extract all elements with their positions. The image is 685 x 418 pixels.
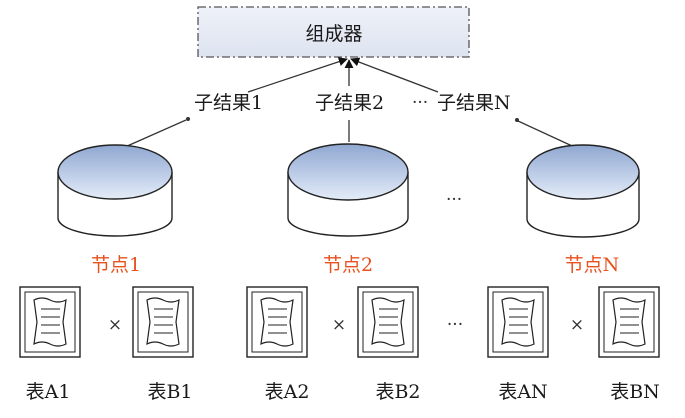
table-label-a2: 表A2: [265, 381, 310, 403]
node-2-cylinder: [287, 143, 409, 237]
table-bn-icon: [598, 286, 660, 358]
tables-ellipsis: ···: [447, 315, 463, 335]
arrow-nodeN-upper: [350, 57, 439, 93]
node-label-n: 节点N: [565, 254, 620, 276]
table-an-icon: [487, 286, 549, 358]
join-symbol-n: ×: [570, 315, 584, 335]
result-label-1: 子结果1: [194, 92, 263, 114]
node-label-1: 节点1: [91, 254, 141, 276]
node-n-cylinder: [526, 144, 640, 238]
combiner-label: 组成器: [305, 23, 362, 45]
table-label-an: 表AN: [498, 381, 547, 403]
table-a1-icon: [19, 286, 81, 358]
table-icons: [19, 286, 660, 358]
table-b2-icon: [357, 286, 419, 358]
result-label-n: 子结果N: [437, 92, 511, 114]
table-b1-icon: [132, 286, 194, 358]
result-label-2: 子结果2: [315, 92, 384, 114]
node-1-cylinder: [57, 144, 173, 237]
table-a2-icon: [246, 286, 308, 358]
join-symbol-1: ×: [108, 315, 122, 335]
result-arrows: [115, 57, 584, 152]
table-label-a1: 表A1: [26, 381, 71, 403]
table-label-b1: 表B1: [147, 381, 192, 403]
nodes-ellipsis: ···: [446, 190, 462, 210]
arrow-node1-upper: [247, 57, 348, 93]
join-symbol-2: ×: [332, 315, 346, 335]
node-label-2: 节点2: [323, 254, 373, 276]
table-label-bn: 表BN: [610, 381, 660, 403]
combiner-box: 组成器: [197, 6, 470, 58]
results-ellipsis: ···: [412, 93, 428, 113]
table-label-b2: 表B2: [375, 381, 420, 403]
